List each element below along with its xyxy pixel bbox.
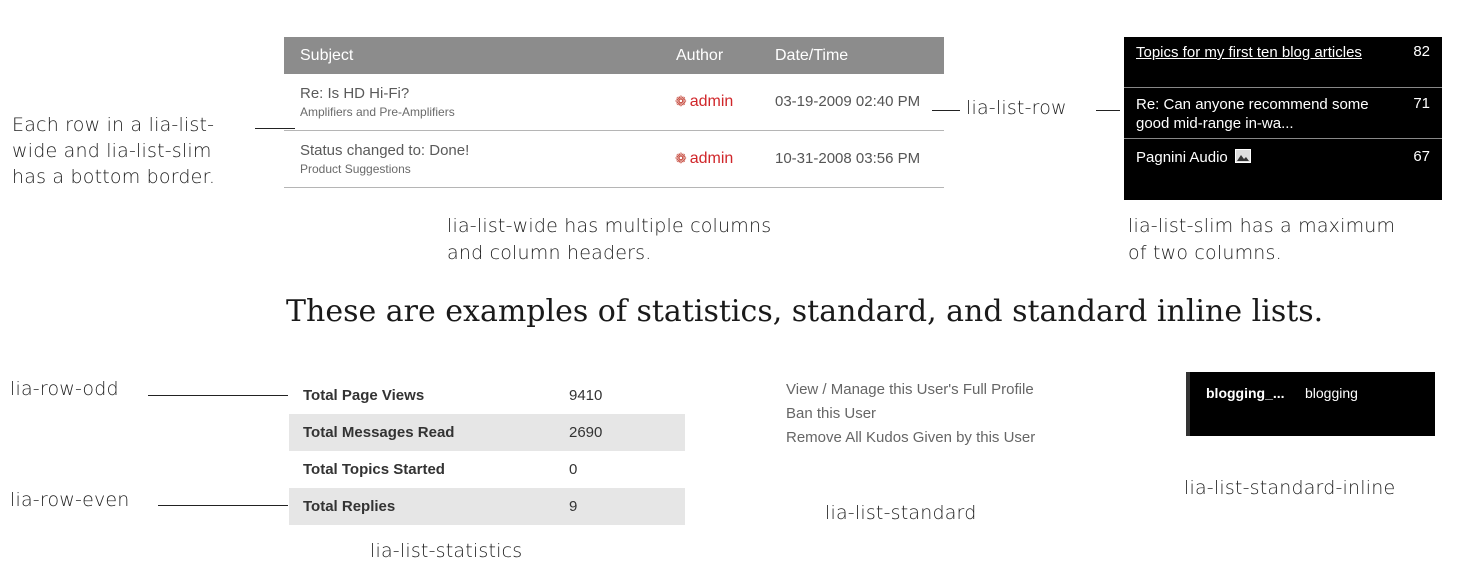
- stat-label: Total Page Views: [303, 387, 425, 404]
- wide-note-line-2: and column headers.: [447, 242, 652, 264]
- wide-list-header: Subject Author Date/Time: [284, 37, 944, 74]
- author-name[interactable]: admin: [689, 93, 734, 110]
- stat-label: Total Topics Started: [303, 461, 445, 478]
- list-row-annotation: lia-list-row: [966, 97, 1067, 119]
- slim-note: lia-list-slim has a maximum of two colum…: [1128, 213, 1395, 267]
- lia-list-standard: View / Manage this User's Full Profile B…: [786, 380, 1035, 452]
- row-date: 03-19-2009 02:40 PM: [775, 93, 921, 110]
- row-subject[interactable]: Status changed to: Done!: [300, 142, 470, 159]
- slim-item-count: 71: [1413, 95, 1430, 112]
- border-annotation-pointer: [255, 128, 295, 129]
- border-annotation: Each row in a lia-list- wide and lia-lis…: [12, 112, 215, 190]
- wide-note-line-1: lia-list-wide has multiple columns: [447, 215, 772, 237]
- row-author[interactable]: ❁admin: [675, 93, 733, 111]
- stat-row: Total Messages Read 2690: [289, 414, 685, 451]
- slim-item-count: 67: [1413, 148, 1430, 165]
- border-annotation-line-1: Each row in a lia-list-: [12, 114, 215, 136]
- statistics-label: lia-list-statistics: [370, 540, 523, 562]
- row-odd-pointer: [148, 395, 288, 396]
- standard-list-item[interactable]: View / Manage this User's Full Profile: [786, 381, 1034, 398]
- slim-item-count: 82: [1413, 43, 1430, 60]
- standard-label: lia-list-standard: [825, 502, 977, 524]
- lia-list-statistics: Total Page Views 9410 Total Messages Rea…: [289, 377, 685, 525]
- flower-icon: ❁: [675, 93, 687, 109]
- lia-list-wide: Subject Author Date/Time Re: Is HD Hi-Fi…: [284, 37, 944, 188]
- stat-value: 9: [569, 498, 578, 515]
- inline-label: lia-list-standard-inline: [1184, 477, 1396, 499]
- lia-list-slim: Topics for my first ten blog articles 82…: [1124, 37, 1442, 200]
- list-item[interactable]: Topics for my first ten blog articles 82: [1124, 37, 1442, 88]
- border-annotation-line-2: wide and lia-list-slim: [12, 140, 212, 162]
- inline-item[interactable]: blogging_...: [1206, 385, 1285, 401]
- slim-item-title[interactable]: Pagnini Audio: [1136, 148, 1386, 167]
- stat-row: Total Page Views 9410: [289, 377, 685, 414]
- stat-row: Total Replies 9: [289, 488, 685, 525]
- list-item[interactable]: Pagnini Audio 67: [1124, 139, 1442, 179]
- inline-item[interactable]: blogging: [1305, 385, 1358, 401]
- border-annotation-line-3: has a bottom border.: [12, 166, 216, 188]
- row-board[interactable]: Amplifiers and Pre-Amplifiers: [300, 105, 455, 119]
- standard-list-item[interactable]: Ban this User: [786, 405, 877, 422]
- stat-value: 9410: [569, 387, 603, 404]
- stat-row: Total Topics Started 0: [289, 451, 685, 488]
- stat-value: 0: [569, 461, 578, 478]
- wide-note: lia-list-wide has multiple columns and c…: [447, 213, 771, 267]
- table-row[interactable]: Status changed to: Done! Product Suggest…: [284, 131, 944, 188]
- list-row-pointer-right: [1096, 110, 1120, 111]
- row-odd-annotation: lia-row-odd: [10, 378, 119, 400]
- slim-note-line-2: of two columns.: [1128, 242, 1282, 264]
- column-header-datetime[interactable]: Date/Time: [775, 47, 849, 64]
- column-header-subject[interactable]: Subject: [300, 47, 354, 64]
- section-headline: These are examples of statistics, standa…: [286, 294, 1324, 329]
- row-author[interactable]: ❁admin: [675, 150, 733, 168]
- standard-list-item[interactable]: Remove All Kudos Given by this User: [786, 429, 1036, 446]
- stat-value: 2690: [569, 424, 603, 441]
- table-row[interactable]: Re: Is HD Hi-Fi? Amplifiers and Pre-Ampl…: [284, 74, 944, 131]
- row-even-pointer: [158, 505, 288, 506]
- lia-list-standard-inline: blogging_... blogging: [1186, 372, 1435, 436]
- row-date: 10-31-2008 03:56 PM: [775, 150, 921, 167]
- slim-item-title[interactable]: Re: Can anyone recommend some good mid-r…: [1136, 96, 1369, 132]
- flower-icon: ❁: [675, 150, 687, 166]
- stat-label: Total Replies: [303, 498, 396, 515]
- slim-item-title-text[interactable]: Pagnini Audio: [1136, 149, 1228, 166]
- row-even-annotation: lia-row-even: [10, 489, 130, 511]
- slim-item-title[interactable]: Topics for my first ten blog articles: [1136, 44, 1362, 61]
- column-header-author[interactable]: Author: [676, 47, 724, 64]
- stat-label: Total Messages Read: [303, 424, 455, 441]
- author-name[interactable]: admin: [689, 150, 734, 167]
- slim-note-line-1: lia-list-slim has a maximum: [1128, 215, 1396, 237]
- list-row-pointer-left: [932, 110, 960, 111]
- row-subject[interactable]: Re: Is HD Hi-Fi?: [300, 85, 410, 102]
- row-board[interactable]: Product Suggestions: [300, 162, 411, 176]
- list-item[interactable]: Re: Can anyone recommend some good mid-r…: [1124, 88, 1442, 139]
- image-icon: [1234, 149, 1251, 163]
